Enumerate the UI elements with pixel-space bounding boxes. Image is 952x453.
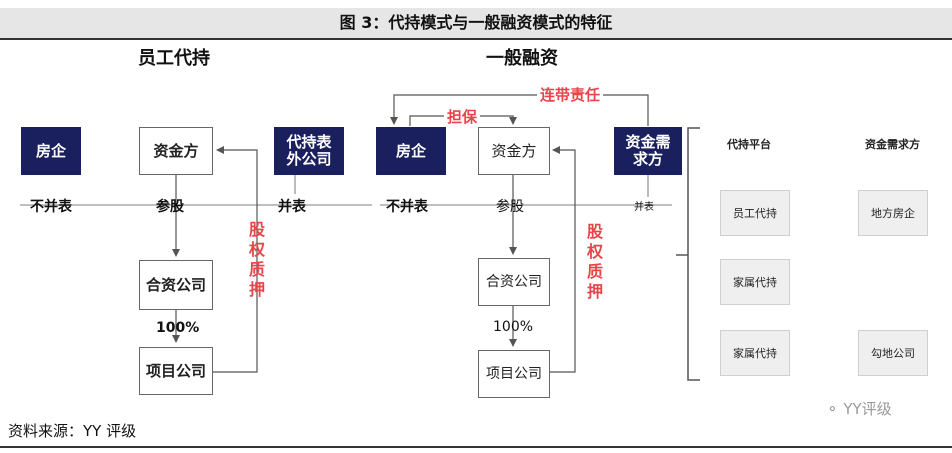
guarantee-label: 担保	[444, 106, 481, 127]
panel-item-4: 地方房企	[858, 190, 928, 236]
panel-col2-header: 资金需求方	[865, 138, 920, 151]
left-jv-box: 合资公司	[139, 260, 213, 310]
left-not-consolidated-label: 不并表	[30, 199, 72, 215]
left-pct-label: 100%	[156, 320, 200, 336]
left-offbs-box: 代持表外公司	[274, 127, 344, 175]
watermark: ⚬ YY评级	[826, 398, 892, 419]
right-canggu-label: 参股	[496, 199, 524, 215]
wechat-icon: ⚬	[826, 400, 839, 418]
left-zijinfang-box: 资金方	[139, 127, 213, 175]
left-project-box: 项目公司	[139, 347, 213, 395]
right-pledge-label: 股权质押	[586, 222, 603, 301]
left-canggu-label: 参股	[156, 199, 184, 215]
joint-liability-label: 连带责任	[537, 84, 604, 105]
right-not-consolidated-label: 不并表	[386, 199, 428, 215]
left-heading: 员工代持	[138, 48, 210, 69]
right-arrow-joint-liability	[390, 94, 649, 126]
bottom-rule	[0, 446, 952, 448]
panel-item-1: 员工代持	[720, 190, 790, 236]
right-fangqi-box: 房企	[376, 127, 446, 175]
panel-item-5: 勾地公司	[858, 330, 928, 376]
figure-title: 图 3：代持模式与一般融资模式的特征	[339, 13, 613, 32]
panel-col1-header: 代持平台	[727, 138, 771, 151]
bracket	[687, 127, 700, 381]
right-pct-label: 100%	[493, 319, 534, 335]
left-pledge-label: 股权质押	[248, 220, 265, 299]
right-consolidated-label: 并表	[634, 202, 654, 213]
right-zijinfang-box: 资金方	[478, 127, 550, 175]
right-project-box: 项目公司	[478, 350, 550, 398]
panel-item-3: 家属代持	[720, 330, 790, 376]
left-fangqi-box: 房企	[21, 127, 81, 175]
left-arrow-pledge	[213, 146, 258, 373]
watermark-text: YY评级	[843, 400, 892, 418]
right-heading: 一般融资	[486, 48, 558, 69]
right-demand-box: 资金需求方	[614, 127, 682, 175]
left-consolidated-label: 并表	[278, 199, 306, 215]
right-arrow-pledge	[550, 146, 576, 373]
panel-item-2: 家属代持	[720, 259, 790, 305]
right-jv-box: 合资公司	[478, 258, 550, 306]
source-note: 资料来源：YY 评级	[8, 422, 137, 440]
title-bar: 图 3：代持模式与一般融资模式的特征	[0, 8, 952, 40]
